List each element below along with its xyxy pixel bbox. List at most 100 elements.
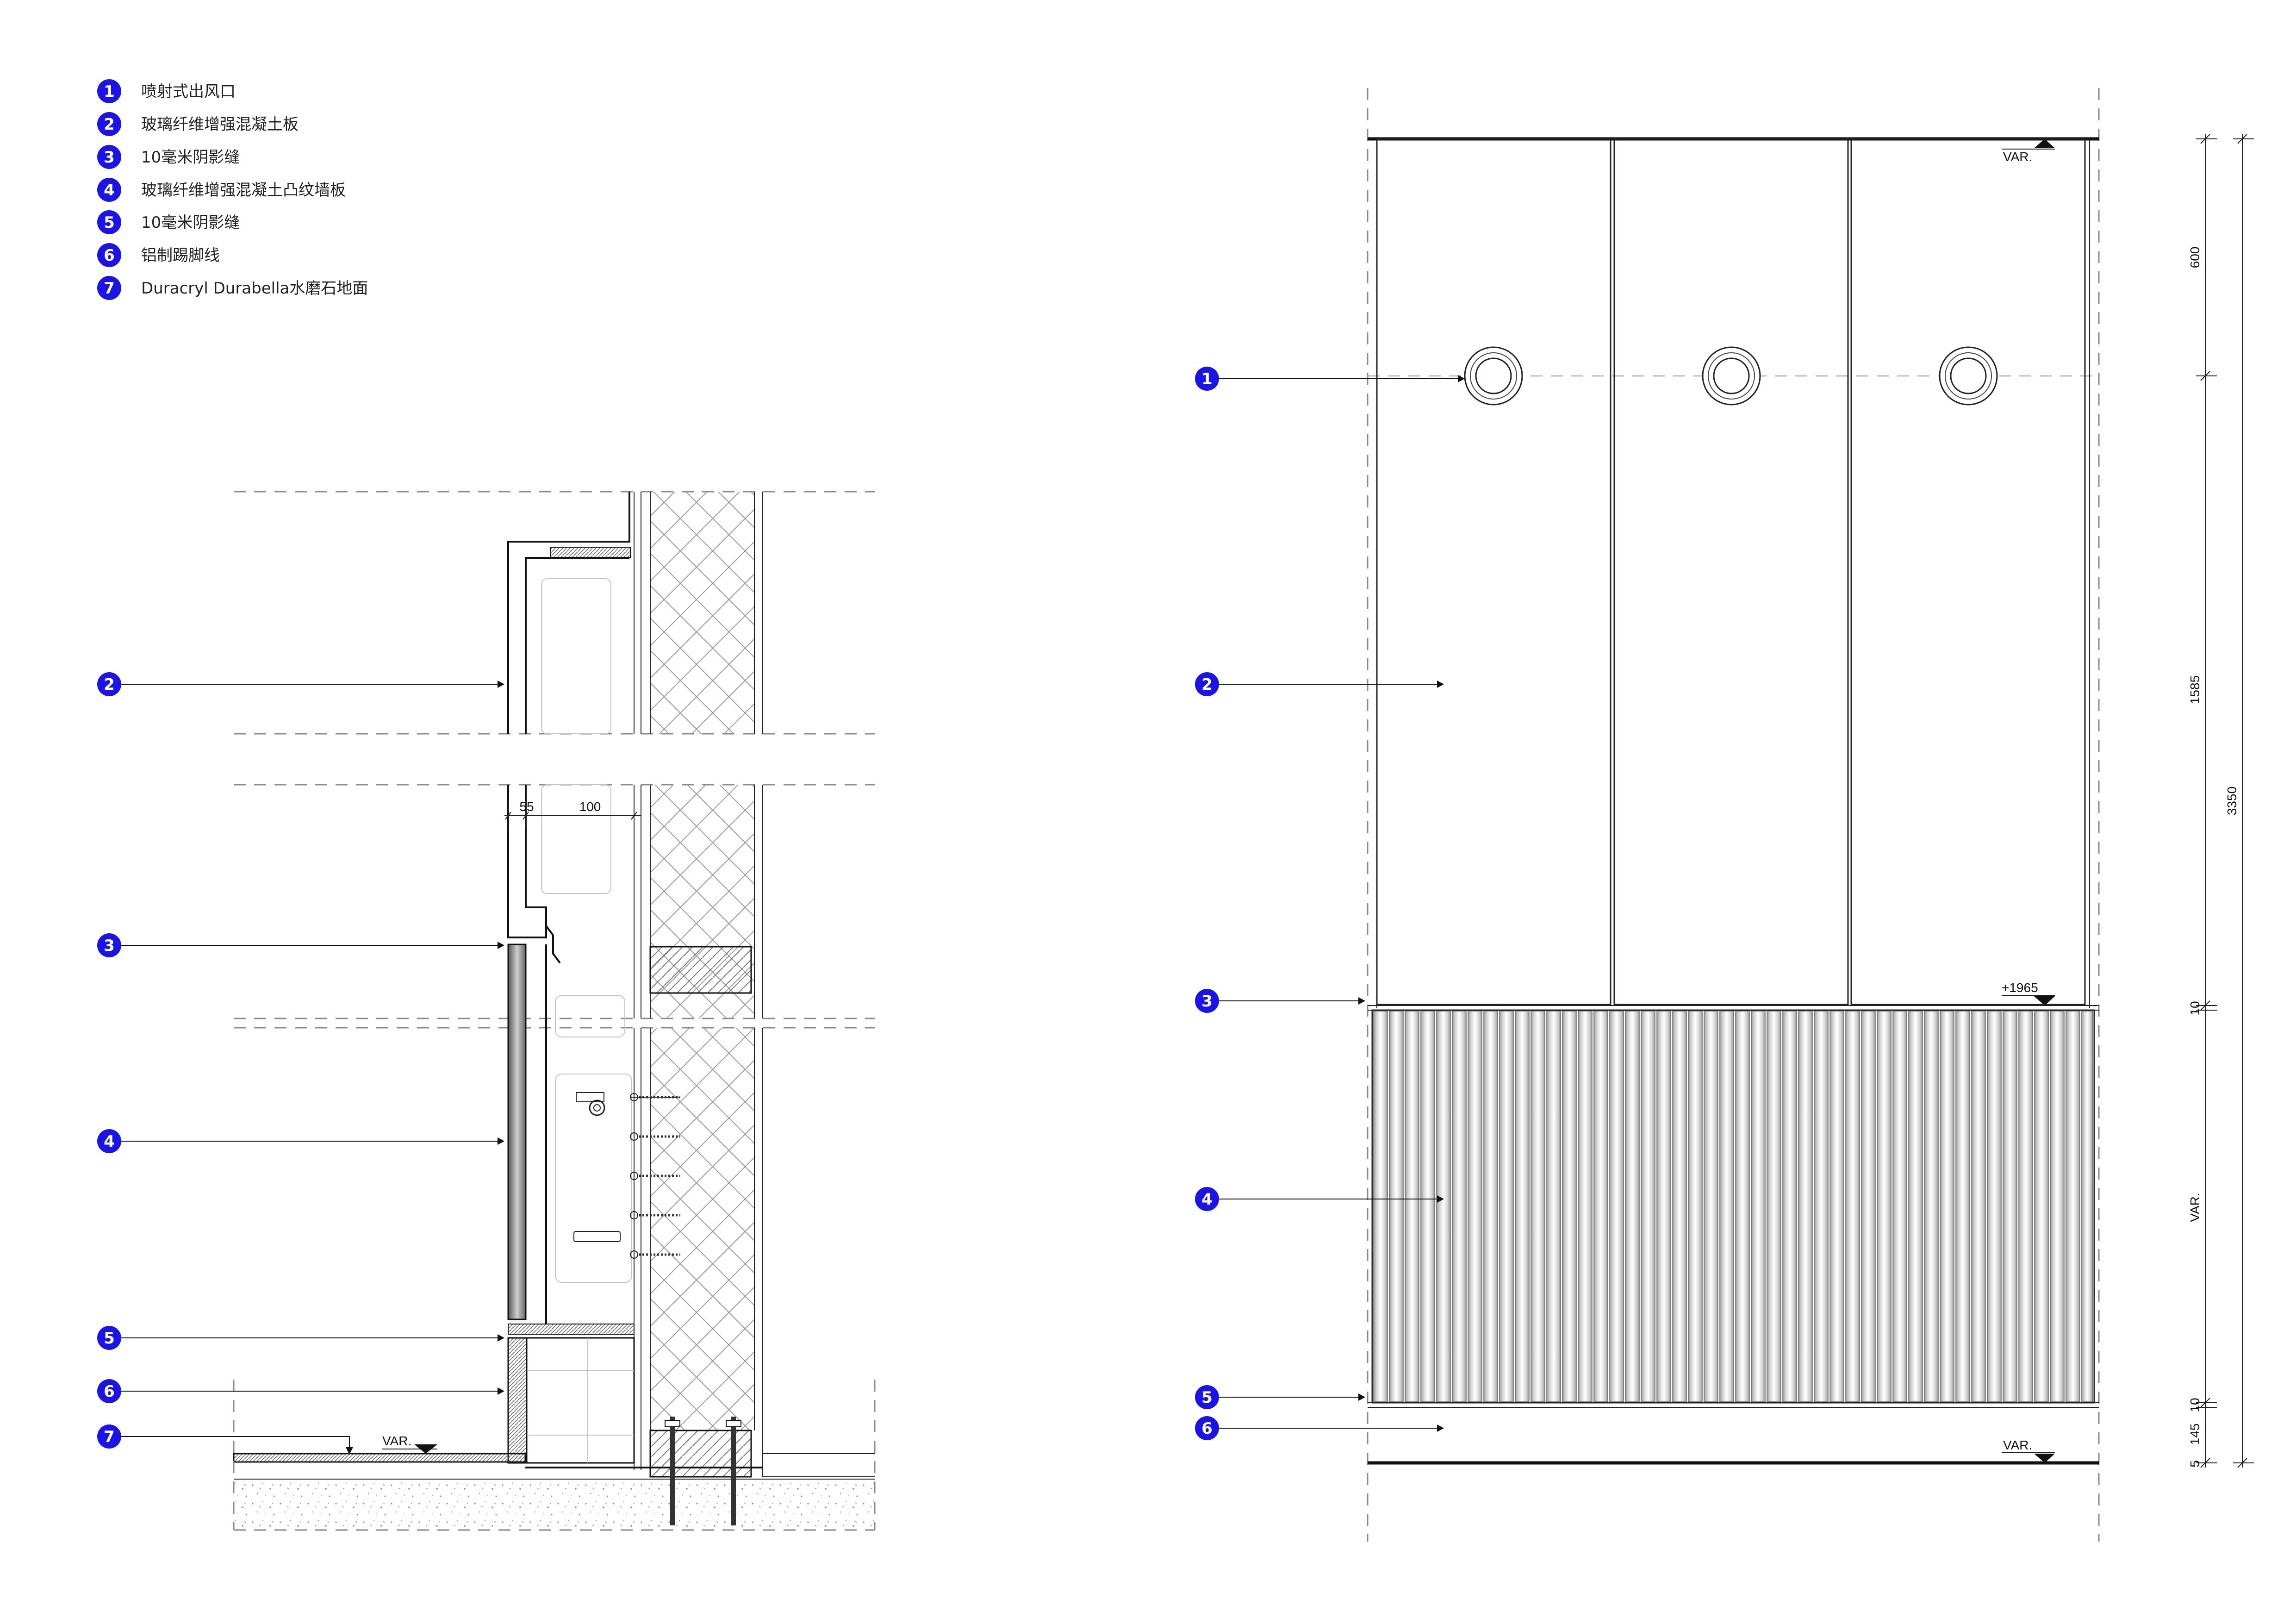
level-marker-top: VAR. — [2002, 139, 2055, 164]
level-label: +1965 — [2002, 981, 2038, 995]
flute-rib — [1499, 1011, 1514, 1402]
flute-rib — [1861, 1011, 1876, 1402]
legend-label: Duracryl Durabella水磨石地面 — [141, 279, 368, 298]
flute-rib — [1483, 1011, 1498, 1402]
legend-item: 7 Duracryl Durabella水磨石地面 — [97, 276, 368, 300]
flute-rib — [1751, 1011, 1766, 1402]
legend-number: 5 — [104, 213, 115, 232]
legend-label: 玻璃纤维增强混凝土凸纹墙板 — [141, 181, 346, 200]
flute-rib — [1593, 1011, 1608, 1402]
svg-text:3: 3 — [104, 937, 115, 955]
flute-rib — [2050, 1011, 2065, 1402]
jet-nozzle-icon — [1702, 346, 1761, 406]
jet-nozzles — [1464, 346, 1998, 406]
callout-3: 3 — [97, 933, 504, 957]
callout-1: 1 — [1195, 367, 1465, 391]
flute-rib — [2003, 1011, 2017, 1402]
callout-5: 5 — [97, 1326, 504, 1350]
callout-badge — [97, 112, 121, 136]
svg-text:5: 5 — [1201, 1388, 1213, 1407]
dimension-100: 100 — [579, 800, 601, 814]
dimension-10: 10 — [2188, 1398, 2202, 1412]
level-label: VAR. — [2003, 1438, 2032, 1452]
level-marker-bottom: VAR. — [2002, 1438, 2055, 1463]
panel-depth-dimension: 55 100 — [504, 800, 641, 829]
callout-2: 2 — [1195, 672, 1444, 696]
legend-item: 1 喷射式出风口 — [97, 79, 236, 103]
dimension-10: 10 — [2188, 1001, 2202, 1015]
flute-rib — [1955, 1011, 1970, 1402]
elevation-dimensions: 600 1585 10 VAR. 10 145 5 3350 — [2188, 134, 2254, 1468]
grc-fluted-panels — [1373, 1011, 2093, 1402]
svg-text:6: 6 — [104, 1382, 115, 1401]
jet-nozzle-icon — [1464, 346, 1523, 406]
callout-5: 5 — [1195, 1385, 1365, 1409]
flute-rib — [1940, 1011, 1954, 1402]
flute-rib — [1672, 1011, 1687, 1402]
flute-rib — [1971, 1011, 1986, 1402]
callout-badge — [97, 243, 121, 267]
legend-item: 3 10毫米阴影缝 — [97, 145, 240, 169]
anchor-bolts — [630, 1093, 680, 1259]
callout-4: 4 — [1195, 1187, 1444, 1211]
dimension-145: 145 — [2188, 1424, 2202, 1445]
grc-panel-upper — [507, 492, 631, 964]
legend-label: 铝制踢脚线 — [141, 246, 220, 265]
flute-rib — [1877, 1011, 1892, 1402]
jet-nozzle-icon — [1939, 346, 1998, 406]
flute-rib — [1782, 1011, 1797, 1402]
callout-3: 3 — [1195, 989, 1365, 1013]
legend-item: 5 10毫米阴影缝 — [97, 210, 240, 234]
legend-number: 4 — [104, 181, 115, 200]
level-marker-mid: +1965 — [2002, 981, 2055, 1006]
flute-rib — [1578, 1011, 1593, 1402]
legend-item: 2 玻璃纤维增强混凝土板 — [97, 112, 299, 136]
flute-rib — [1641, 1011, 1655, 1402]
flute-rib — [1625, 1011, 1640, 1402]
section-callouts: 2 3 4 5 — [97, 672, 504, 1455]
level-label: VAR. — [382, 1434, 411, 1448]
flute-rib — [2034, 1011, 2049, 1402]
svg-text:1: 1 — [1201, 370, 1213, 388]
elevation-callouts: 1 2 3 4 — [1195, 367, 1465, 1440]
flute-rib — [1845, 1011, 1860, 1402]
legend-label: 玻璃纤维增强混凝土板 — [141, 115, 299, 134]
wall-elevation: VAR. +1965 VAR. — [1195, 88, 2254, 1542]
svg-text:6: 6 — [1201, 1419, 1213, 1438]
svg-text:5: 5 — [104, 1329, 115, 1348]
callout-badge — [97, 145, 121, 169]
level-label: VAR. — [2003, 150, 2032, 164]
flute-rib — [2066, 1011, 2080, 1402]
flute-rib — [1704, 1011, 1718, 1402]
legend-item: 4 玻璃纤维增强混凝土凸纹墙板 — [97, 178, 346, 202]
flute-rib — [1562, 1011, 1577, 1402]
flute-rib — [1452, 1011, 1467, 1402]
legend-label: 10毫米阴影缝 — [141, 213, 240, 232]
flute-rib — [1908, 1011, 1923, 1402]
flute-rib — [1373, 1011, 1388, 1402]
legend-number: 1 — [104, 82, 115, 101]
legend-number: 7 — [104, 279, 115, 298]
callout-2: 2 — [97, 672, 504, 696]
flute-rib — [1656, 1011, 1671, 1402]
terrazzo-floor — [233, 1380, 876, 1531]
flute-rib — [1719, 1011, 1734, 1402]
svg-text:3: 3 — [1201, 992, 1213, 1011]
flute-rib — [1389, 1011, 1404, 1402]
dimension-600: 600 — [2188, 247, 2202, 269]
dimension-55: 55 — [519, 800, 534, 814]
flute-rib — [1546, 1011, 1561, 1402]
legend: 1 喷射式出风口 2 玻璃纤维增强混凝土板 3 10毫米阴影缝 4 玻璃纤维增强… — [97, 79, 368, 300]
dimension-5: 5 — [2188, 1460, 2202, 1468]
callout-6: 6 — [1195, 1416, 1444, 1440]
callout-badge — [97, 276, 121, 300]
flute-rib — [1405, 1011, 1419, 1402]
wall-section-detail: 55 100 — [97, 491, 876, 1531]
legend-number: 6 — [104, 246, 115, 265]
callout-7: 7 — [97, 1424, 353, 1455]
flute-rib — [1735, 1011, 1750, 1402]
flute-rib — [1892, 1011, 1907, 1402]
dimension-var: VAR. — [2188, 1193, 2202, 1222]
flute-rib — [1767, 1011, 1781, 1402]
